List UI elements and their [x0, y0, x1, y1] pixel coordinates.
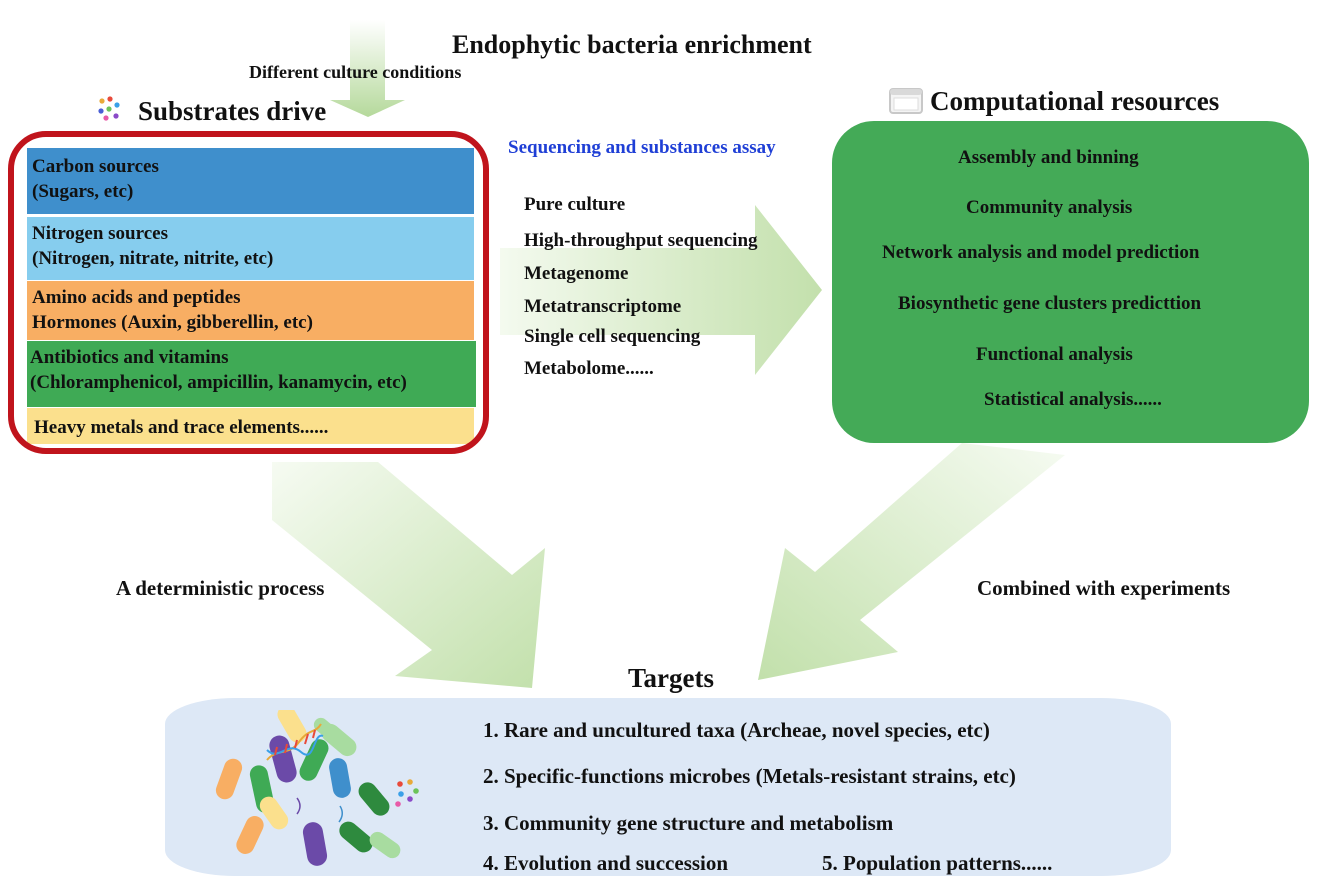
comp-item: Functional analysis: [976, 344, 1133, 365]
combined-experiments-label: Combined with experiments: [977, 576, 1231, 600]
diagram-title: Endophytic bacteria enrichment: [452, 30, 812, 59]
target-item: 3. Community gene structure and metaboli…: [483, 811, 894, 835]
targets-title: Targets: [628, 663, 714, 693]
method-item: Metagenome: [524, 263, 629, 284]
arrow-diagonal-left: [272, 462, 545, 688]
method-item: Single cell sequencing: [524, 326, 701, 347]
target-item: 1. Rare and uncultured taxa (Archeae, no…: [483, 718, 990, 742]
sequencing-assay-title: Sequencing and substances assay: [508, 137, 776, 158]
carbon-sources-band: Carbon sources (Sugars, etc): [27, 148, 474, 214]
band-line: Amino acids and peptides: [32, 287, 241, 308]
band-line: Hormones (Auxin, gibberellin, etc): [32, 312, 313, 333]
method-item: High-throughput sequencing: [524, 230, 758, 251]
culture-conditions-label: Different culture conditions: [249, 62, 462, 82]
comp-item: Network analysis and model prediction: [882, 242, 1200, 263]
amino-acids-band: Amino acids and peptides Hormones (Auxin…: [27, 281, 474, 340]
deterministic-process-label: A deterministic process: [116, 576, 325, 600]
colored-dots-icon: [98, 96, 120, 121]
target-item: 5. Population patterns......: [822, 851, 1053, 875]
computational-panel: Assembly and binning Community analysis …: [832, 121, 1309, 443]
target-item: 4. Evolution and succession: [483, 851, 729, 875]
substrates-title: Substrates drive: [138, 96, 327, 126]
band-line: Nitrogen sources: [32, 223, 168, 244]
target-item: 2. Specific-functions microbes (Metals-r…: [483, 764, 1016, 788]
band-line: Carbon sources: [32, 156, 159, 177]
colored-dots-icon: [395, 779, 419, 807]
arrow-diagonal-right: [758, 443, 1065, 680]
arrow-top-down: [330, 20, 405, 117]
method-item: Pure culture: [524, 194, 626, 215]
substrates-frame: [8, 131, 489, 454]
method-item: Metatranscriptome: [524, 296, 682, 317]
band-line: (Nitrogen, nitrate, nitrite, etc): [32, 248, 274, 269]
bacteria-cluster-icon: [215, 710, 401, 866]
band-line: (Sugars, etc): [32, 181, 134, 202]
comp-item: Community analysis: [966, 197, 1133, 218]
method-item: Metabolome......: [524, 358, 654, 379]
antibiotics-band: Antibiotics and vitamins (Chloramphenico…: [27, 341, 476, 407]
band-line: (Chloramphenicol, ampicillin, kanamycin,…: [30, 372, 407, 393]
band-line: Heavy metals and trace elements......: [34, 417, 329, 438]
heavy-metals-band: Heavy metals and trace elements......: [27, 408, 474, 444]
arrow-middle-right: [500, 205, 822, 375]
comp-item: Biosynthetic gene clusters predicttion: [898, 293, 1202, 314]
window-icon: [889, 88, 923, 114]
comp-item: Statistical analysis......: [984, 389, 1162, 410]
computational-title: Computational resources: [930, 86, 1220, 116]
comp-item: Assembly and binning: [958, 147, 1139, 168]
dna-helix-icon: [266, 723, 324, 761]
band-line: Antibiotics and vitamins: [30, 347, 229, 368]
nitrogen-sources-band: Nitrogen sources (Nitrogen, nitrate, nit…: [27, 217, 474, 280]
